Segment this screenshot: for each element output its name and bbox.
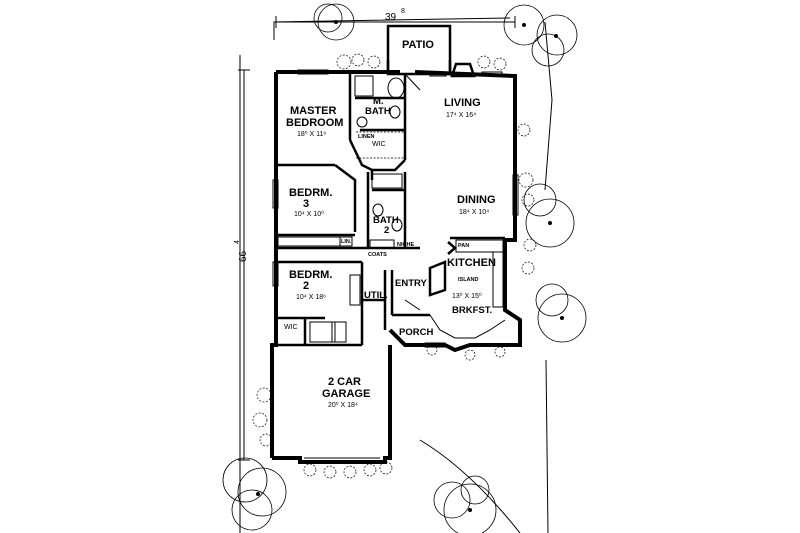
niche-label: NICHE [397,242,414,248]
room-labels: PATIO MASTER BEDROOM 18⁰ X 11⁶ M. BATH L… [284,39,496,409]
dimension-depth: 66 4 [234,69,250,461]
garage-label-1: 2 CAR [328,376,361,388]
bedroom2-dims: 10⁴ X 18⁶ [296,294,326,301]
bath2-label-2: 2 [384,225,389,236]
dimension-width: 39 8 [275,8,516,28]
bath2-label-1: BATH [373,215,399,226]
garage-dims: 20⁰ X 18⁴ [328,401,358,409]
depth-dimension-inches: 4 [234,240,241,244]
master-bath-label-2: BATH [365,106,391,117]
entry-label: ENTRY [395,278,428,289]
breakfast-dims: 13⁰ X 15⁰ [452,292,482,300]
living-dims: 17⁴ X 16⁴ [446,112,476,119]
width-dimension: 39 [385,12,397,23]
linen-label: LINEN [358,134,375,140]
shrubs [252,53,537,479]
master-bath-label-1: M. [373,96,384,107]
master-bedroom-dims: 18⁰ X 11⁶ [297,130,326,138]
dining-label: DINING [457,194,496,206]
lin-label: LIN. [341,239,352,245]
bedroom2-label-2: 2 [303,280,309,292]
width-dimension-inches: 8 [401,8,405,15]
patio-label: PATIO [402,39,434,51]
trees [222,3,587,533]
site-lines [239,17,553,533]
living-label: LIVING [444,97,481,109]
breakfast-label: BRKFST. [452,305,492,316]
porch-label: PORCH [399,327,433,338]
bedroom3-label-1: BEDRM. [289,187,332,199]
bedroom3-dims: 10⁴ X 10⁰ [294,210,324,218]
bedroom3-label-2: 3 [303,198,309,210]
kitchen-label: KITCHEN [447,257,496,269]
coats-label: COATS [368,252,387,258]
island-label: ISLAND [458,277,479,283]
master-wic-label: WIC [372,141,386,148]
utility-label: UTIL. [364,290,388,301]
depth-dimension: 66 [238,250,249,262]
bedroom2-wic-label: WIC [284,324,298,331]
fixtures [272,62,519,459]
pantry-label: PAN [458,243,469,249]
garage-label-2: GARAGE [322,388,370,400]
bedroom2-label-1: BEDRM. [289,269,332,281]
dining-dims: 18⁴ X 10⁴ [459,209,489,216]
master-bedroom-label-1: MASTER [290,105,337,117]
master-bedroom-label-2: BEDROOM [286,117,343,129]
